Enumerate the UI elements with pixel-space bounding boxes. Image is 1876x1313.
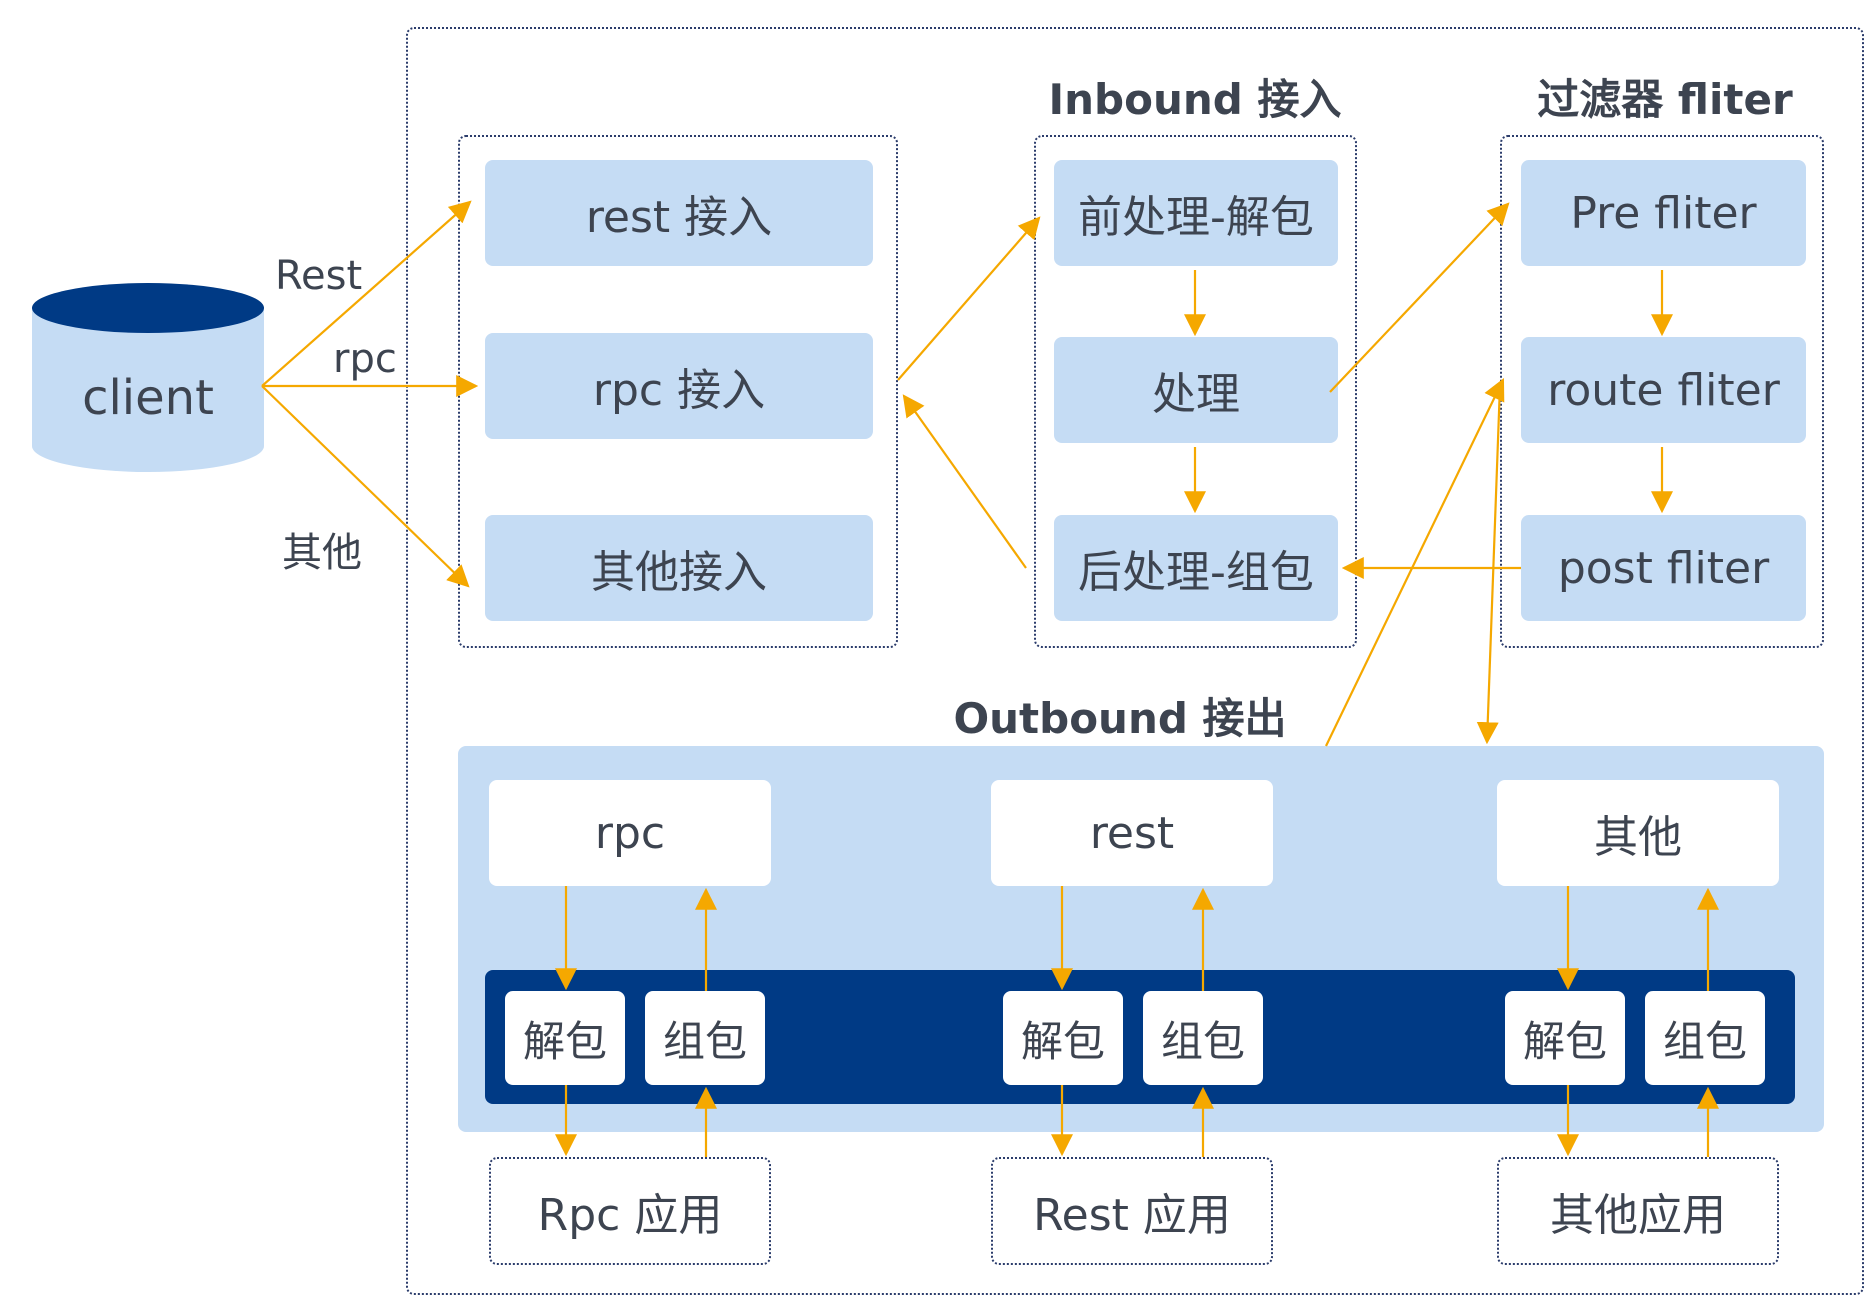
arrow-access-to-inbound bbox=[897, 216, 1041, 381]
inbound-process: 处理 bbox=[1054, 337, 1338, 443]
arrow-process-to-prefilter bbox=[1329, 202, 1510, 393]
inbound-post-process: 后处理-组包 bbox=[1054, 515, 1338, 621]
app-other: 其他应用 bbox=[1497, 1157, 1779, 1265]
inbound-title: Inbound 接入 bbox=[1048, 75, 1342, 124]
client-database-icon bbox=[32, 283, 264, 472]
rpc-unpack: 解包 bbox=[505, 991, 625, 1085]
app-rest: Rest 应用 bbox=[991, 1157, 1273, 1265]
system-boundary bbox=[406, 27, 1864, 1295]
edge-label-other: 其他 bbox=[282, 530, 362, 576]
pre-filter: Pre fliter bbox=[1521, 160, 1806, 266]
filter-title: 过滤器 fliter bbox=[1537, 75, 1793, 124]
other-unpack: 解包 bbox=[1505, 991, 1625, 1085]
other-pack: 组包 bbox=[1645, 991, 1765, 1085]
access-item-other: 其他接入 bbox=[485, 515, 873, 621]
access-item-rest: rest 接入 bbox=[485, 160, 873, 266]
rpc-pack: 组包 bbox=[645, 991, 765, 1085]
route-filter: route fliter bbox=[1521, 337, 1806, 443]
arrow-client-other bbox=[261, 385, 470, 588]
rest-pack: 组包 bbox=[1143, 991, 1263, 1085]
arrow-client-rest bbox=[261, 200, 472, 387]
inbound-group bbox=[1034, 135, 1357, 648]
client-label: client bbox=[82, 370, 214, 426]
arrow-inbound-to-access bbox=[902, 394, 1027, 569]
outbound-protocol-rpc: rpc bbox=[489, 780, 771, 886]
access-item-rpc: rpc 接入 bbox=[485, 333, 873, 439]
edge-label-rest: Rest bbox=[275, 253, 363, 299]
inbound-pre-process: 前处理-解包 bbox=[1054, 160, 1338, 266]
arrow-route-to-outbound bbox=[1476, 384, 1502, 745]
outbound-protocol-rest: rest bbox=[991, 780, 1273, 886]
app-rpc: Rpc 应用 bbox=[489, 1157, 771, 1265]
rest-unpack: 解包 bbox=[1003, 991, 1123, 1085]
arrow-outbound-to-route bbox=[1325, 378, 1505, 747]
outbound-title: Outbound 接出 bbox=[953, 694, 1287, 743]
outbound-protocol-other: 其他 bbox=[1497, 780, 1779, 886]
edge-label-rpc: rpc bbox=[333, 336, 397, 382]
post-filter: post fliter bbox=[1521, 515, 1806, 621]
